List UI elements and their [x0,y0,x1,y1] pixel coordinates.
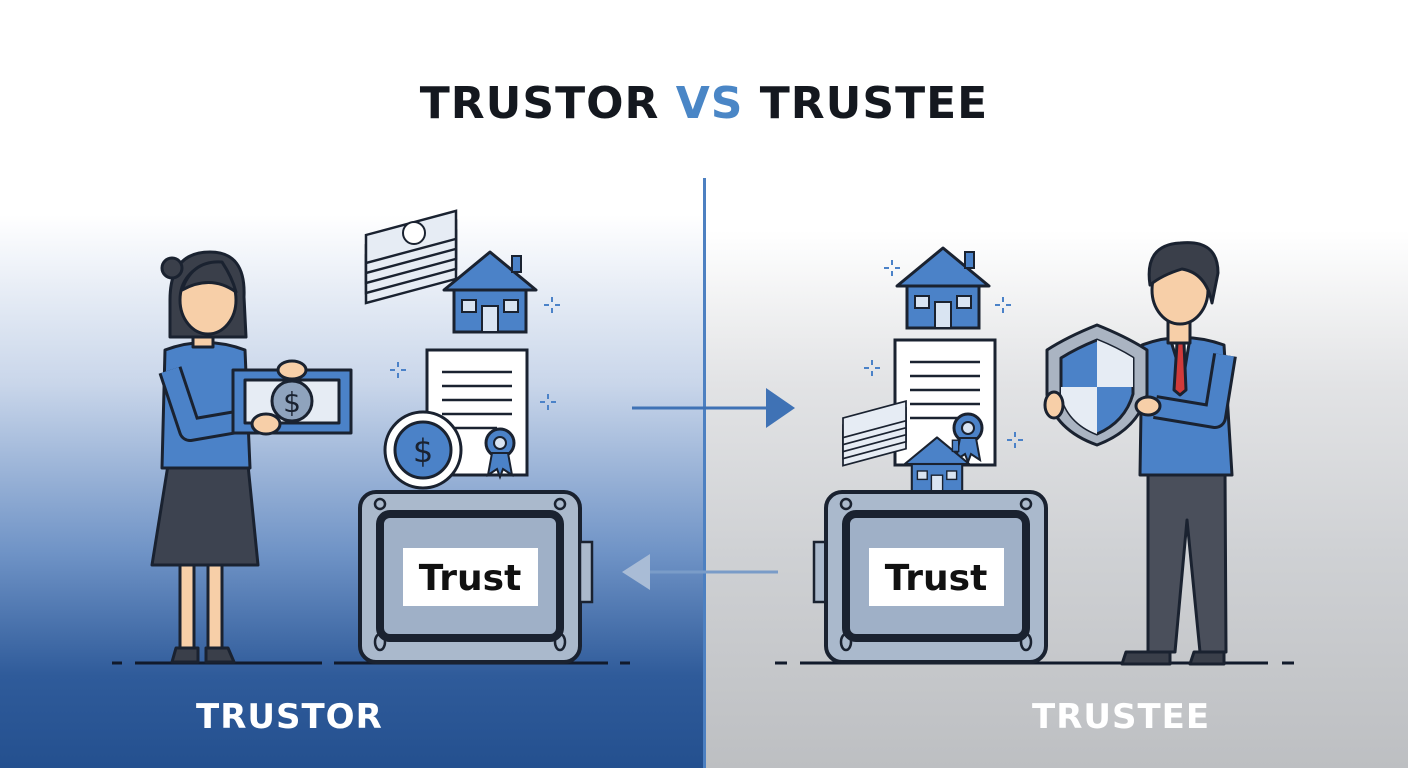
trustor-label: TRUSTOR [196,697,383,737]
trustee-figure [1043,241,1237,666]
safe-label-left: Trust [419,558,522,599]
safe-label-right: Trust [885,558,988,599]
cash-stack-icon [364,209,458,305]
page-title: TRUSTOR VS TRUSTEE [0,78,1408,129]
svg-text:$: $ [283,386,301,419]
trustor-figure: $ [150,250,353,664]
house-icon-top [895,246,991,330]
arrow-left-icon [622,554,778,590]
house-icon [442,250,538,334]
title-trustee: TRUSTEE [759,78,989,129]
seal-icon [484,427,516,479]
trust-safe-right: Trust [812,492,1046,662]
trustee-label: TRUSTEE [1032,697,1211,737]
svg-text:$: $ [413,432,433,470]
trust-safe-left: Trust [360,492,594,662]
coin-icon: $ [383,410,463,490]
title-vs: VS [675,78,744,129]
center-divider [703,178,706,768]
arrow-right-icon [632,388,795,428]
title-trustor: TRUSTOR [419,78,660,129]
